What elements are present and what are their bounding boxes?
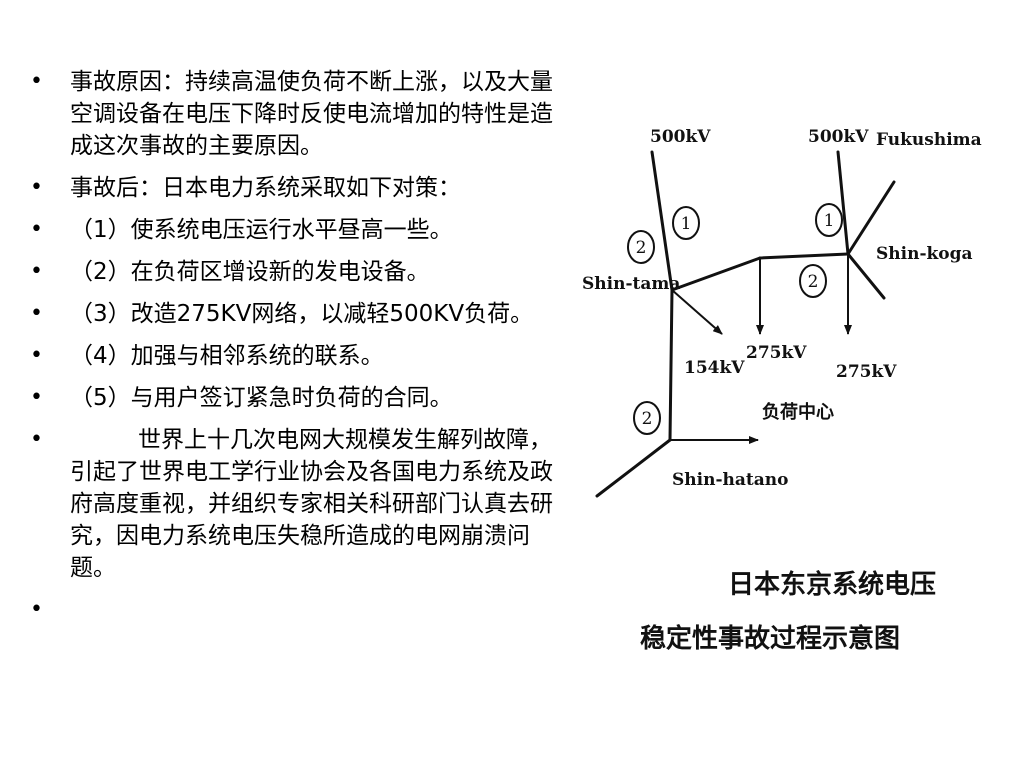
line-koga-east — [846, 252, 886, 300]
label-shin-tama: Shin-tama — [582, 274, 680, 294]
circle-label: 2 — [636, 238, 647, 258]
label-154kv: 154kV — [684, 358, 745, 378]
line-500kv-left — [650, 150, 674, 292]
label-275kv-mid: 275kV — [746, 343, 807, 363]
bullet-measure-5: （5）与用户签订紧急时负荷的合同。 — [30, 382, 560, 414]
line-500kv-right — [836, 150, 850, 256]
event-circle-2-bottom — [633, 401, 661, 435]
bullet-text: （5）与用户签订紧急时负荷的合同。 — [70, 385, 453, 411]
bullet-text: （2）在负荷区增设新的发电设备。 — [70, 259, 430, 285]
label-fukushima: Fukushima — [876, 130, 982, 150]
circle-label: 1 — [824, 211, 835, 231]
label-load-center: 负荷中心 — [762, 401, 834, 423]
bullet-text: 事故原因：持续高温使负荷不断上涨，以及大量空调设备在电压下降时反使电流增加的特性… — [70, 69, 553, 159]
bullet-text: （4）加强与相邻系统的联系。 — [70, 343, 384, 369]
bullet-world-context: 世界上十几次电网大规模发生解列故障，引起了世界电工学行业协会及各国电力系统及政府… — [30, 424, 560, 584]
circle-label: 2 — [642, 409, 653, 429]
event-circle-1-right — [815, 203, 843, 237]
circle-label: 1 — [681, 214, 692, 234]
label-500kv-left: 500kV — [650, 127, 711, 147]
line-hatano-southwest — [595, 438, 672, 498]
event-circle-2-right — [799, 264, 827, 298]
label-shin-koga: Shin-koga — [876, 244, 973, 264]
line-tama-down — [668, 288, 674, 442]
bullet-text: 事故后：日本电力系统采取如下对策： — [70, 175, 461, 201]
label-shin-hatano: Shin-hatano — [672, 470, 788, 490]
label-500kv-right: 500kV — [808, 127, 869, 147]
line-fukushima — [846, 180, 896, 256]
bullet-text: （3）改造275KV网络，以减轻500KV负荷。 — [70, 301, 534, 327]
bullet-text: （1）使系统电压运行水平昼高一些。 — [70, 217, 453, 243]
bullet-measure-3: （3）改造275KV网络，以减轻500KV负荷。 — [30, 298, 560, 330]
bullet-list: 事故原因：持续高温使负荷不断上涨，以及大量空调设备在电压下降时反使电流增加的特性… — [30, 66, 560, 626]
caption-line-2: 稳定性事故过程示意图 — [640, 623, 900, 654]
bullet-measure-2: （2）在负荷区增设新的发电设备。 — [30, 256, 560, 288]
bullet-measure-4: （4）加强与相邻系统的联系。 — [30, 340, 560, 372]
label-275kv-right: 275kV — [836, 362, 897, 382]
bullet-measure-1: （1）使系统电压运行水平昼高一些。 — [30, 214, 560, 246]
bullet-countermeasures-intro: 事故后：日本电力系统采取如下对策： — [30, 172, 560, 204]
bullet-cause: 事故原因：持续高温使负荷不断上涨，以及大量空调设备在电压下降时反使电流增加的特性… — [30, 66, 560, 162]
caption-line-1: 日本东京系统电压 — [728, 569, 936, 600]
bullet-text: 世界上十几次电网大规模发生解列故障，引起了世界电工学行业协会及各国电力系统及政府… — [70, 427, 553, 581]
event-circle-2-left — [627, 230, 655, 264]
circle-label: 2 — [808, 272, 819, 292]
tokyo-voltage-collapse-diagram: 1 2 1 2 2 500kV 500kV Fukushima Shin-kog… — [582, 127, 982, 654]
event-circle-1-left — [672, 206, 700, 240]
line-koga-bus — [758, 252, 850, 260]
arrow-154kv — [671, 289, 723, 335]
line-tama-to-koga — [670, 256, 762, 292]
